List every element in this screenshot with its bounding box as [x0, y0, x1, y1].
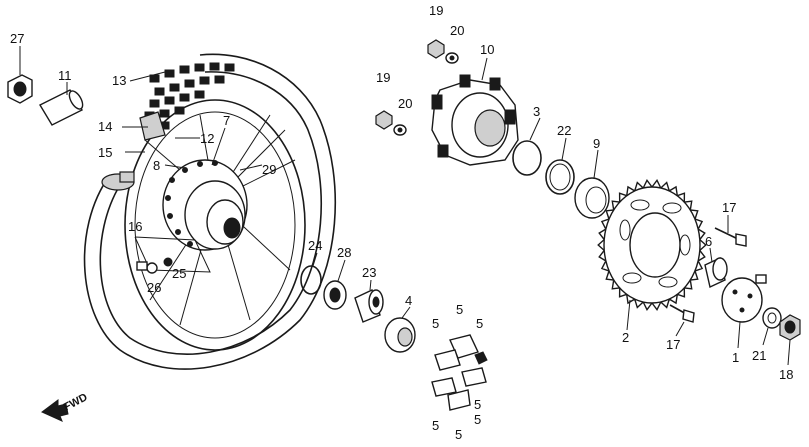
callout-8: 8 — [153, 158, 160, 173]
wheel-hub — [162, 159, 248, 251]
tube-valve — [101, 171, 135, 191]
axle-nut-18 — [779, 314, 801, 341]
washer-20-upper — [445, 52, 459, 64]
callout-20-lower: 20 — [398, 96, 412, 111]
bearing-28 — [323, 280, 347, 310]
callout-17-upper: 17 — [722, 200, 736, 215]
callout-14: 14 — [98, 119, 112, 134]
lock-plate-1 — [721, 274, 767, 323]
nut-19-lower — [375, 110, 393, 130]
callout-6: 6 — [705, 234, 712, 249]
callout-5-g: 5 — [455, 427, 462, 442]
callout-4: 4 — [405, 293, 412, 308]
callout-5-d: 5 — [474, 397, 481, 412]
rim-lock-group — [134, 236, 211, 274]
fwd-label: FWD — [62, 391, 90, 413]
callout-25: 25 — [172, 266, 186, 281]
callout-11: 11 — [58, 68, 72, 83]
callout-29: 29 — [262, 162, 276, 177]
callout-13: 13 — [112, 73, 126, 88]
callout-5-c: 5 — [476, 316, 483, 331]
callout-1: 1 — [732, 350, 739, 365]
o-ring-24 — [300, 265, 322, 295]
final-driven-hub-4 — [384, 317, 416, 353]
circlip-22 — [545, 159, 575, 195]
nut-19-upper — [427, 39, 445, 59]
callout-5-a: 5 — [456, 302, 463, 317]
oil-seal-9 — [574, 177, 610, 219]
callout-28: 28 — [337, 245, 351, 260]
callout-17-lower: 17 — [666, 337, 680, 352]
callout-20-upper: 20 — [450, 23, 464, 38]
callout-12: 12 — [200, 131, 214, 146]
damper-rubbers-5 — [431, 334, 488, 411]
callout-labels: 27 11 13 14 15 12 7 8 29 16 25 26 19 20 … — [10, 3, 793, 442]
callout-19-lower: 19 — [376, 70, 390, 85]
callout-15: 15 — [98, 145, 112, 160]
callout-24: 24 — [308, 238, 322, 253]
o-ring-3 — [512, 140, 542, 176]
callout-10: 10 — [480, 42, 494, 57]
washer-21 — [762, 307, 782, 329]
callout-7: 7 — [223, 113, 230, 128]
callout-19-upper: 19 — [429, 3, 443, 18]
callout-3: 3 — [533, 104, 540, 119]
callout-21: 21 — [752, 348, 766, 363]
callout-9: 9 — [593, 136, 600, 151]
callout-2: 2 — [622, 330, 629, 345]
callout-5-e: 5 — [474, 412, 481, 427]
callout-5-b: 5 — [432, 316, 439, 331]
callout-22: 22 — [557, 123, 571, 138]
callout-18: 18 — [779, 367, 793, 382]
leader-lines — [19, 46, 791, 366]
callout-27: 27 — [10, 31, 24, 46]
callout-23: 23 — [362, 265, 376, 280]
callout-26: 26 — [147, 280, 161, 295]
axle-nut-27 — [7, 74, 33, 104]
bearing-23 — [354, 289, 384, 323]
sprocket-bolt-17-lower — [669, 304, 695, 323]
rim-band — [139, 111, 166, 141]
fwd-arrow — [41, 399, 69, 422]
sprocket-bolt-17-upper — [714, 227, 747, 247]
callout-16: 16 — [128, 219, 142, 234]
axle-collar-6 — [704, 256, 728, 289]
callout-5-f: 5 — [432, 418, 439, 433]
driven-flange-10 — [431, 74, 519, 166]
sprocket-2 — [597, 178, 707, 312]
rim — [124, 99, 306, 351]
washer-20-lower — [393, 124, 407, 136]
axle-collar-11 — [39, 89, 84, 126]
